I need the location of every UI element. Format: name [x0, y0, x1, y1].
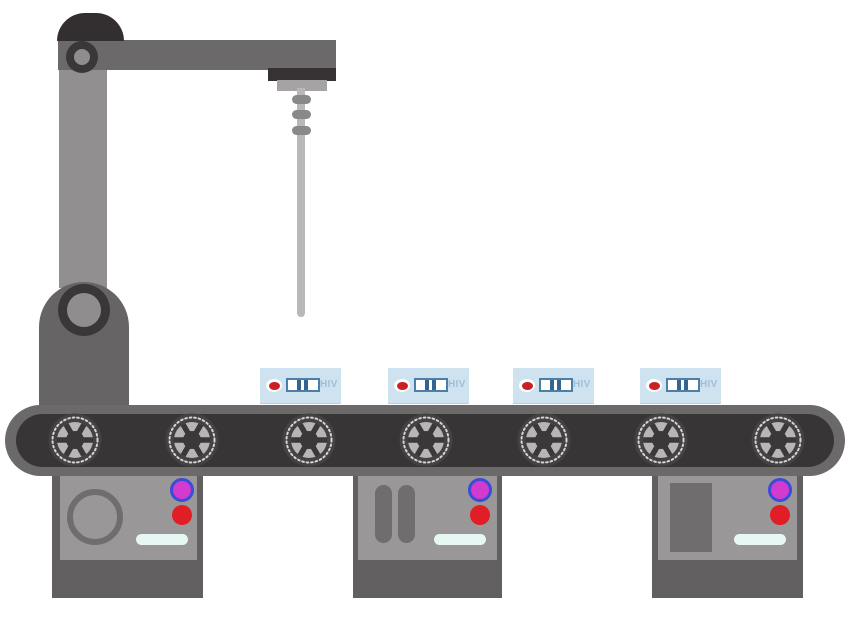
result-window — [539, 378, 573, 392]
gear-icon — [398, 412, 454, 468]
status-light-pill — [136, 534, 188, 545]
stop-button-red — [172, 505, 192, 525]
base-joint-core — [67, 293, 101, 327]
vent-bar-icon — [398, 485, 415, 543]
gear-icon — [516, 412, 572, 468]
kit-label: HIV — [700, 379, 718, 390]
kit-label: HIV — [573, 379, 591, 390]
robot-arm-vertical — [59, 63, 107, 288]
sample-well-icon — [394, 379, 410, 392]
test-line — [432, 380, 436, 390]
status-light-pill — [734, 534, 786, 545]
machine-leg-left — [52, 470, 203, 598]
test-line — [297, 380, 301, 390]
machine-leg-right — [652, 470, 803, 598]
robot-arm-horizontal — [58, 40, 336, 70]
blood-drop-icon — [521, 381, 533, 390]
test-kit: HIV — [513, 368, 594, 404]
test-kit: HIV — [388, 368, 469, 404]
machine-leg-middle — [353, 470, 502, 598]
sample-well-icon — [519, 379, 535, 392]
display-screen — [670, 483, 712, 552]
gear-icon — [47, 412, 103, 468]
gear-icon — [281, 412, 337, 468]
blood-drop-icon — [268, 381, 280, 390]
control-panel — [358, 475, 497, 560]
result-window — [666, 378, 700, 392]
result-window — [414, 378, 448, 392]
test-line — [304, 380, 308, 390]
stop-button-red — [470, 505, 490, 525]
power-button-magenta — [468, 478, 492, 502]
test-kit: HIV — [640, 368, 721, 404]
sample-well-icon — [646, 379, 662, 392]
blood-drop-icon — [648, 381, 660, 390]
stop-button-red — [770, 505, 790, 525]
control-panel — [60, 475, 197, 560]
blood-drop-icon — [396, 381, 408, 390]
power-button-magenta — [170, 478, 194, 502]
kit-label: HIV — [320, 379, 338, 390]
dispenser-rod — [297, 88, 305, 317]
rod-rib — [292, 95, 311, 104]
power-button-magenta — [768, 478, 792, 502]
control-panel — [658, 475, 797, 560]
test-line — [550, 380, 554, 390]
kit-label: HIV — [448, 379, 466, 390]
status-light-pill — [434, 534, 486, 545]
dispenser-head — [277, 80, 327, 91]
dial-ring-icon — [67, 489, 123, 545]
rod-rib — [292, 126, 311, 135]
test-line — [557, 380, 561, 390]
test-line — [684, 380, 688, 390]
test-line — [425, 380, 429, 390]
robot-arm-cap — [57, 13, 124, 41]
sample-well-icon — [266, 379, 282, 392]
rod-rib — [292, 110, 311, 119]
vent-bar-icon — [375, 485, 392, 543]
dispenser-mount — [268, 68, 336, 81]
test-kit: HIV — [260, 368, 341, 404]
shoulder-joint-core — [74, 49, 90, 65]
gear-icon — [750, 412, 806, 468]
shoulder-joint-icon — [66, 41, 98, 73]
gear-icon — [164, 412, 220, 468]
result-window — [286, 378, 320, 392]
test-line — [677, 380, 681, 390]
gear-icon — [633, 412, 689, 468]
base-joint-icon — [58, 284, 110, 336]
